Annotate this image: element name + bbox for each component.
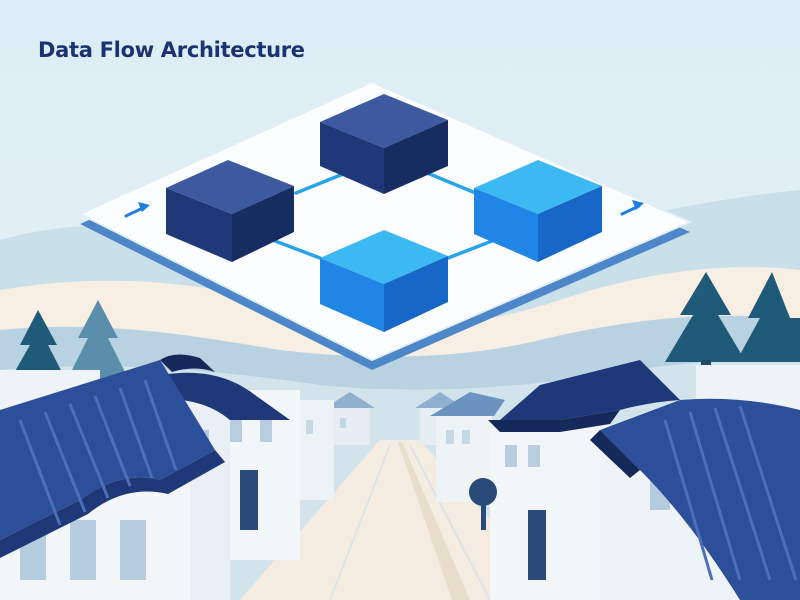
node-a: [166, 160, 294, 262]
edge-a-b: [294, 170, 350, 195]
node-b: [320, 94, 448, 194]
village-street: [240, 440, 560, 600]
round-tree: [469, 478, 497, 530]
arrow-up-right-icon: [124, 202, 150, 218]
right-tiled-roof: [488, 360, 800, 600]
left-tiled-roof: [0, 354, 290, 558]
diagram-title: Data Flow Architecture: [38, 38, 305, 62]
pine-tree-right-2: [736, 272, 800, 362]
node-c: [474, 160, 602, 262]
node-d: [320, 230, 448, 332]
arrow-up-right-icon: [620, 200, 644, 216]
